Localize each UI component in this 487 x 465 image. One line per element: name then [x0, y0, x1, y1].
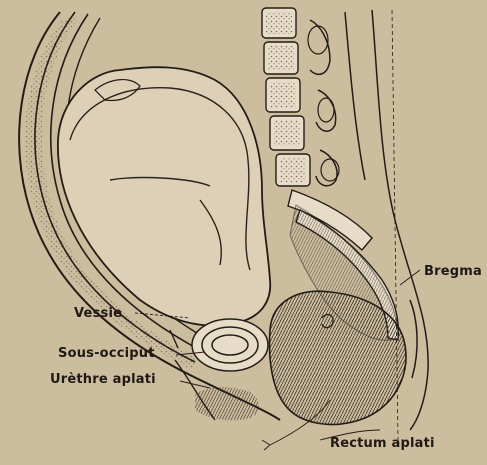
bladder	[192, 319, 268, 371]
label-rectum: Rectum aplati	[330, 436, 435, 451]
label-vessie: Vessie	[74, 306, 122, 321]
label-urethre: Urèthre aplati	[50, 372, 156, 387]
organ-outlines	[308, 26, 339, 181]
label-sous-occiput: Sous-occiput	[58, 346, 155, 361]
label-bregma: Bregma	[424, 264, 482, 279]
